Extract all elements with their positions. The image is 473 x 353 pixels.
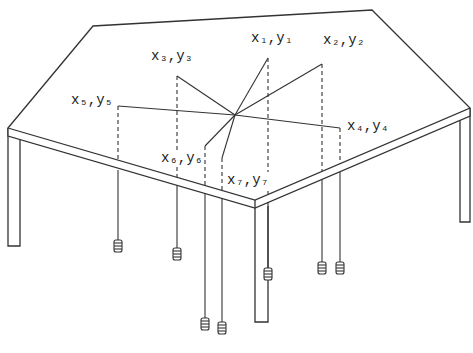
hanging-string [267, 202, 268, 268]
weight [318, 262, 326, 274]
coordinate-label: x₂,y₂ [322, 32, 366, 48]
coordinate-label: x₃,y₃ [150, 48, 194, 64]
weight [173, 248, 181, 260]
table-leg [255, 200, 268, 322]
string-under-table [117, 106, 118, 162]
hanging-string [339, 172, 340, 262]
hanging-string [176, 185, 177, 248]
string [118, 106, 235, 115]
string [222, 115, 235, 158]
hanging-string [117, 170, 118, 240]
string-under-table [339, 128, 340, 164]
table-corner [254, 200, 255, 208]
weight [218, 322, 226, 334]
string [235, 115, 340, 128]
hanging-string [204, 194, 205, 318]
coordinate-label: x₆,y₆ [160, 150, 204, 166]
string [235, 64, 322, 115]
string [235, 58, 268, 115]
table-top [8, 10, 470, 200]
string-under-table [221, 158, 222, 190]
string-under-table [204, 146, 205, 186]
string-under-table [321, 64, 322, 171]
hanging-string [321, 179, 322, 262]
weight [264, 268, 272, 280]
coordinate-label: x₇,y₇ [226, 172, 270, 188]
coordinate-label: x₁,y₁ [250, 30, 294, 46]
coordinate-label: x₄,y₄ [346, 118, 390, 134]
coordinate-label: x₅,y₅ [70, 92, 114, 108]
string [177, 76, 235, 115]
weight [201, 318, 209, 330]
weight [336, 262, 344, 274]
table-leg [460, 108, 470, 222]
weight [114, 240, 122, 252]
table-leg [8, 128, 20, 246]
hanging-string [221, 198, 222, 322]
